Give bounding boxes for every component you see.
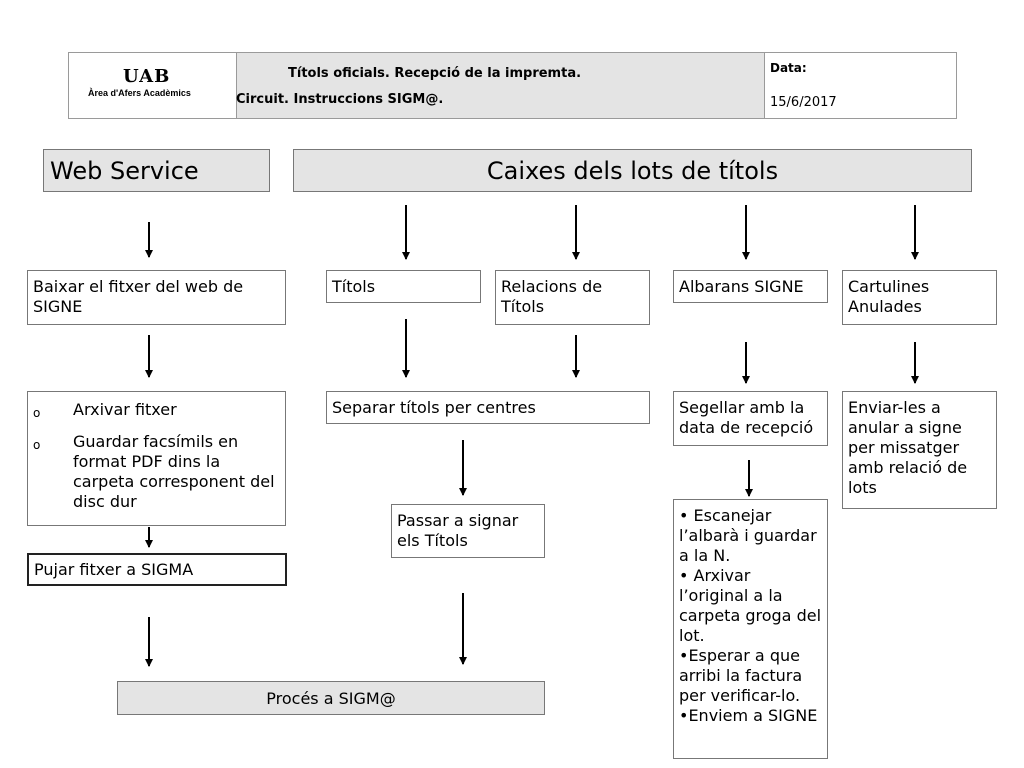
list-item: •Enviem a SIGNE <box>679 706 818 725</box>
segellar-text: Segellar amb la data de recepció <box>679 398 814 437</box>
list-item: o Guardar facsímils en format PDF dins la… <box>33 432 280 512</box>
logo-subtitle: Àrea d'Afers Acadèmics <box>88 88 191 98</box>
titols-text: Títols <box>332 277 376 296</box>
list-item: • Arxivar l’original a la carpeta groga … <box>679 566 822 645</box>
enviar-text: Enviar-les a anular a signe per missatge… <box>848 398 968 497</box>
list-item-text: Arxivar fitxer <box>73 400 177 419</box>
titols-box: Títols <box>326 270 481 303</box>
list-item: o Arxivar fitxer <box>33 400 280 420</box>
relacions-text: Relacions de Títols <box>501 277 603 316</box>
header-subtitle: Circuit. Instruccions SIGM@. <box>236 92 444 107</box>
albarans-box: Albarans SIGNE <box>673 270 828 303</box>
list-item: •Esperar a que arribi la factura per ver… <box>679 646 803 705</box>
circle-bullet-icon: o <box>33 406 41 420</box>
caixes-heading: Caixes dels lots de títols <box>293 149 972 192</box>
passar-text: Passar a signar els Títols <box>397 511 519 550</box>
header-title: Títols oficials. Recepció de la impremta… <box>288 66 582 81</box>
caixes-heading-text: Caixes dels lots de títols <box>486 156 779 185</box>
date-value: 15/6/2017 <box>770 95 837 110</box>
web-service-heading-text: Web Service <box>50 156 199 185</box>
segellar-box: Segellar amb la data de recepció <box>673 391 828 446</box>
cartulines-box: Cartulines Anulades <box>842 270 997 325</box>
albarans-steps-list: • Escanejar l’albarà i guardar a la N. •… <box>679 506 822 726</box>
enviar-box: Enviar-les a anular a signe per missatge… <box>842 391 997 509</box>
date-label: Data: <box>770 61 807 75</box>
albarans-text: Albarans SIGNE <box>679 277 804 296</box>
web-service-heading: Web Service <box>43 149 270 192</box>
baixar-fitxer-box: Baixar el fitxer del web de SIGNE <box>27 270 286 325</box>
uab-logo: UAB <box>123 66 171 87</box>
list-item: • Escanejar l’albarà i guardar a la N. <box>679 506 817 565</box>
circle-bullet-icon: o <box>33 438 41 452</box>
header-date-cell <box>766 53 956 118</box>
logo-cell <box>69 53 235 118</box>
baixar-fitxer-text: Baixar el fitxer del web de SIGNE <box>33 277 244 316</box>
albarans-steps-box: • Escanejar l’albarà i guardar a la N. •… <box>673 499 828 759</box>
list-item-text: Guardar facsímils en format PDF dins la … <box>73 432 275 511</box>
separar-box: Separar títols per centres <box>326 391 650 424</box>
proces-sigma-text: Procés a SIGM@ <box>266 688 396 708</box>
pujar-fitxer-box: Pujar fitxer a SIGMA <box>27 553 287 586</box>
passar-box: Passar a signar els Títols <box>391 504 545 558</box>
proces-sigma-box: Procés a SIGM@ <box>117 681 545 715</box>
separar-text: Separar títols per centres <box>332 398 536 417</box>
pujar-fitxer-text: Pujar fitxer a SIGMA <box>34 560 194 579</box>
header-title-cell <box>236 53 765 118</box>
cartulines-text: Cartulines Anulades <box>848 277 930 316</box>
relacions-box: Relacions de Títols <box>495 270 650 325</box>
